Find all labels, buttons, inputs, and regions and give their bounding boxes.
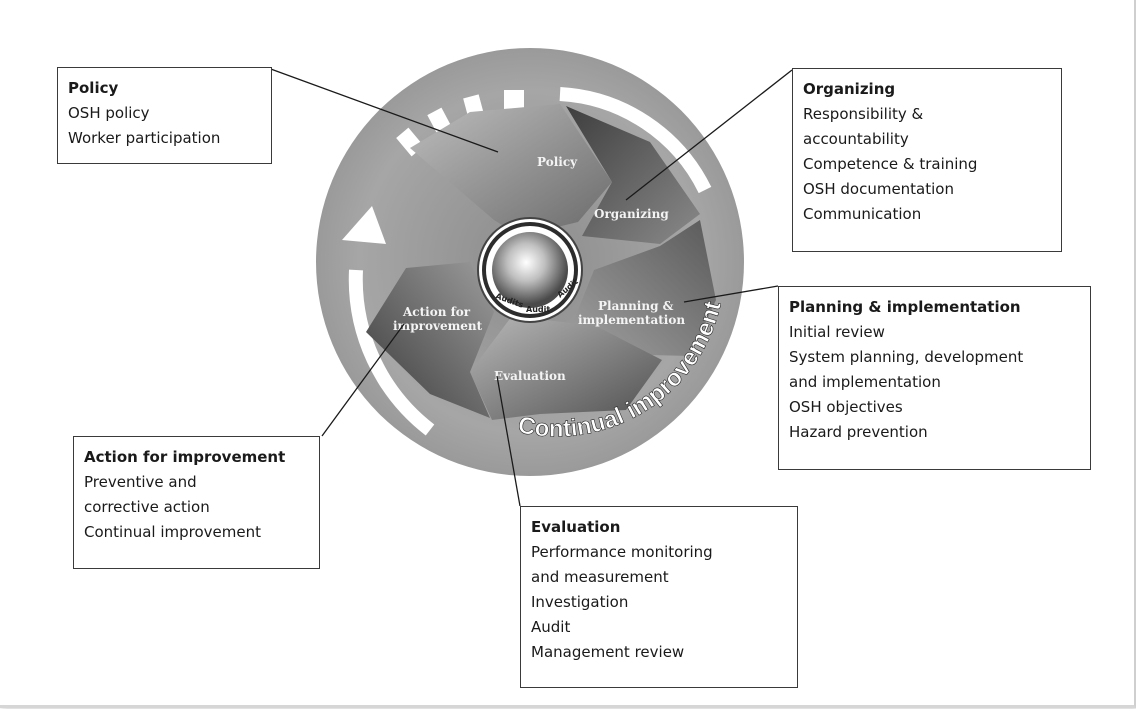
leader-policy [267, 67, 499, 153]
wedge-organizing [566, 106, 700, 244]
wheel-label-policy: Policy [537, 155, 578, 169]
planning-item: System planning, development [789, 348, 1024, 366]
policy-box: Policy OSH policy Worker participation [57, 67, 272, 164]
organizing-item: Communication [803, 205, 922, 223]
planning-item: Initial review [789, 323, 885, 341]
policy-box-title: Policy [68, 79, 119, 97]
action-item: corrective action [84, 498, 210, 516]
hub-label-audit-1: Audit [526, 305, 550, 314]
hub-inner-band [482, 222, 578, 318]
wheel-label-evaluation: Evaluation [494, 369, 566, 383]
planning-box: Planning & implementation Initial review… [778, 286, 1091, 470]
cycle-arrow-left [348, 269, 435, 436]
policy-item: OSH policy [68, 104, 150, 122]
wheel-label-organizing: Organizing [594, 207, 669, 221]
wedge-planning [574, 220, 716, 356]
cycle-arrow-top [559, 87, 712, 194]
wheel-label-action-1: Action for [402, 305, 471, 319]
top-dash-4 [504, 90, 524, 112]
planning-item: OSH objectives [789, 398, 903, 416]
organizing-box-title: Organizing [803, 80, 896, 98]
leader-evaluation [496, 375, 521, 507]
leader-organizing [625, 69, 793, 201]
organizing-item: OSH documentation [803, 180, 954, 198]
cycle-arrowhead-icon [342, 206, 386, 244]
planning-item: Hazard prevention [789, 423, 928, 441]
evaluation-item: Investigation [531, 593, 629, 611]
wedge-policy [410, 104, 612, 236]
hub-sphere [492, 232, 568, 308]
organizing-item: Competence & training [803, 155, 978, 173]
wheel-label-action-2: improvement [393, 319, 483, 333]
wedge-evaluation [470, 316, 662, 420]
evaluation-box: Evaluation Performance monitoring and me… [520, 506, 798, 688]
policy-item: Worker participation [68, 129, 221, 147]
action-box-title: Action for improvement [84, 448, 286, 466]
organizing-item: accountability [803, 130, 909, 148]
wedge-action [366, 262, 494, 418]
wheel-label-planning-1: Planning & [598, 299, 674, 313]
organizing-item: Responsibility & [803, 105, 924, 123]
leader-action [321, 323, 405, 437]
planning-box-title: Planning & implementation [789, 298, 1021, 316]
evaluation-item: Performance monitoring [531, 543, 713, 561]
wheel-label-planning-2: implementation [578, 313, 685, 327]
action-item: Preventive and [84, 473, 197, 491]
leader-planning [683, 285, 779, 303]
action-item: Continual improvement [84, 523, 261, 541]
action-box: Action for improvement Preventive and co… [73, 436, 320, 569]
evaluation-item: Management review [531, 643, 685, 661]
planning-item: and implementation [789, 373, 941, 391]
evaluation-item: Audit [531, 618, 571, 636]
evaluation-box-title: Evaluation [531, 518, 621, 536]
evaluation-item: and measurement [531, 568, 669, 586]
organizing-box: Organizing Responsibility & accountabili… [792, 68, 1062, 252]
